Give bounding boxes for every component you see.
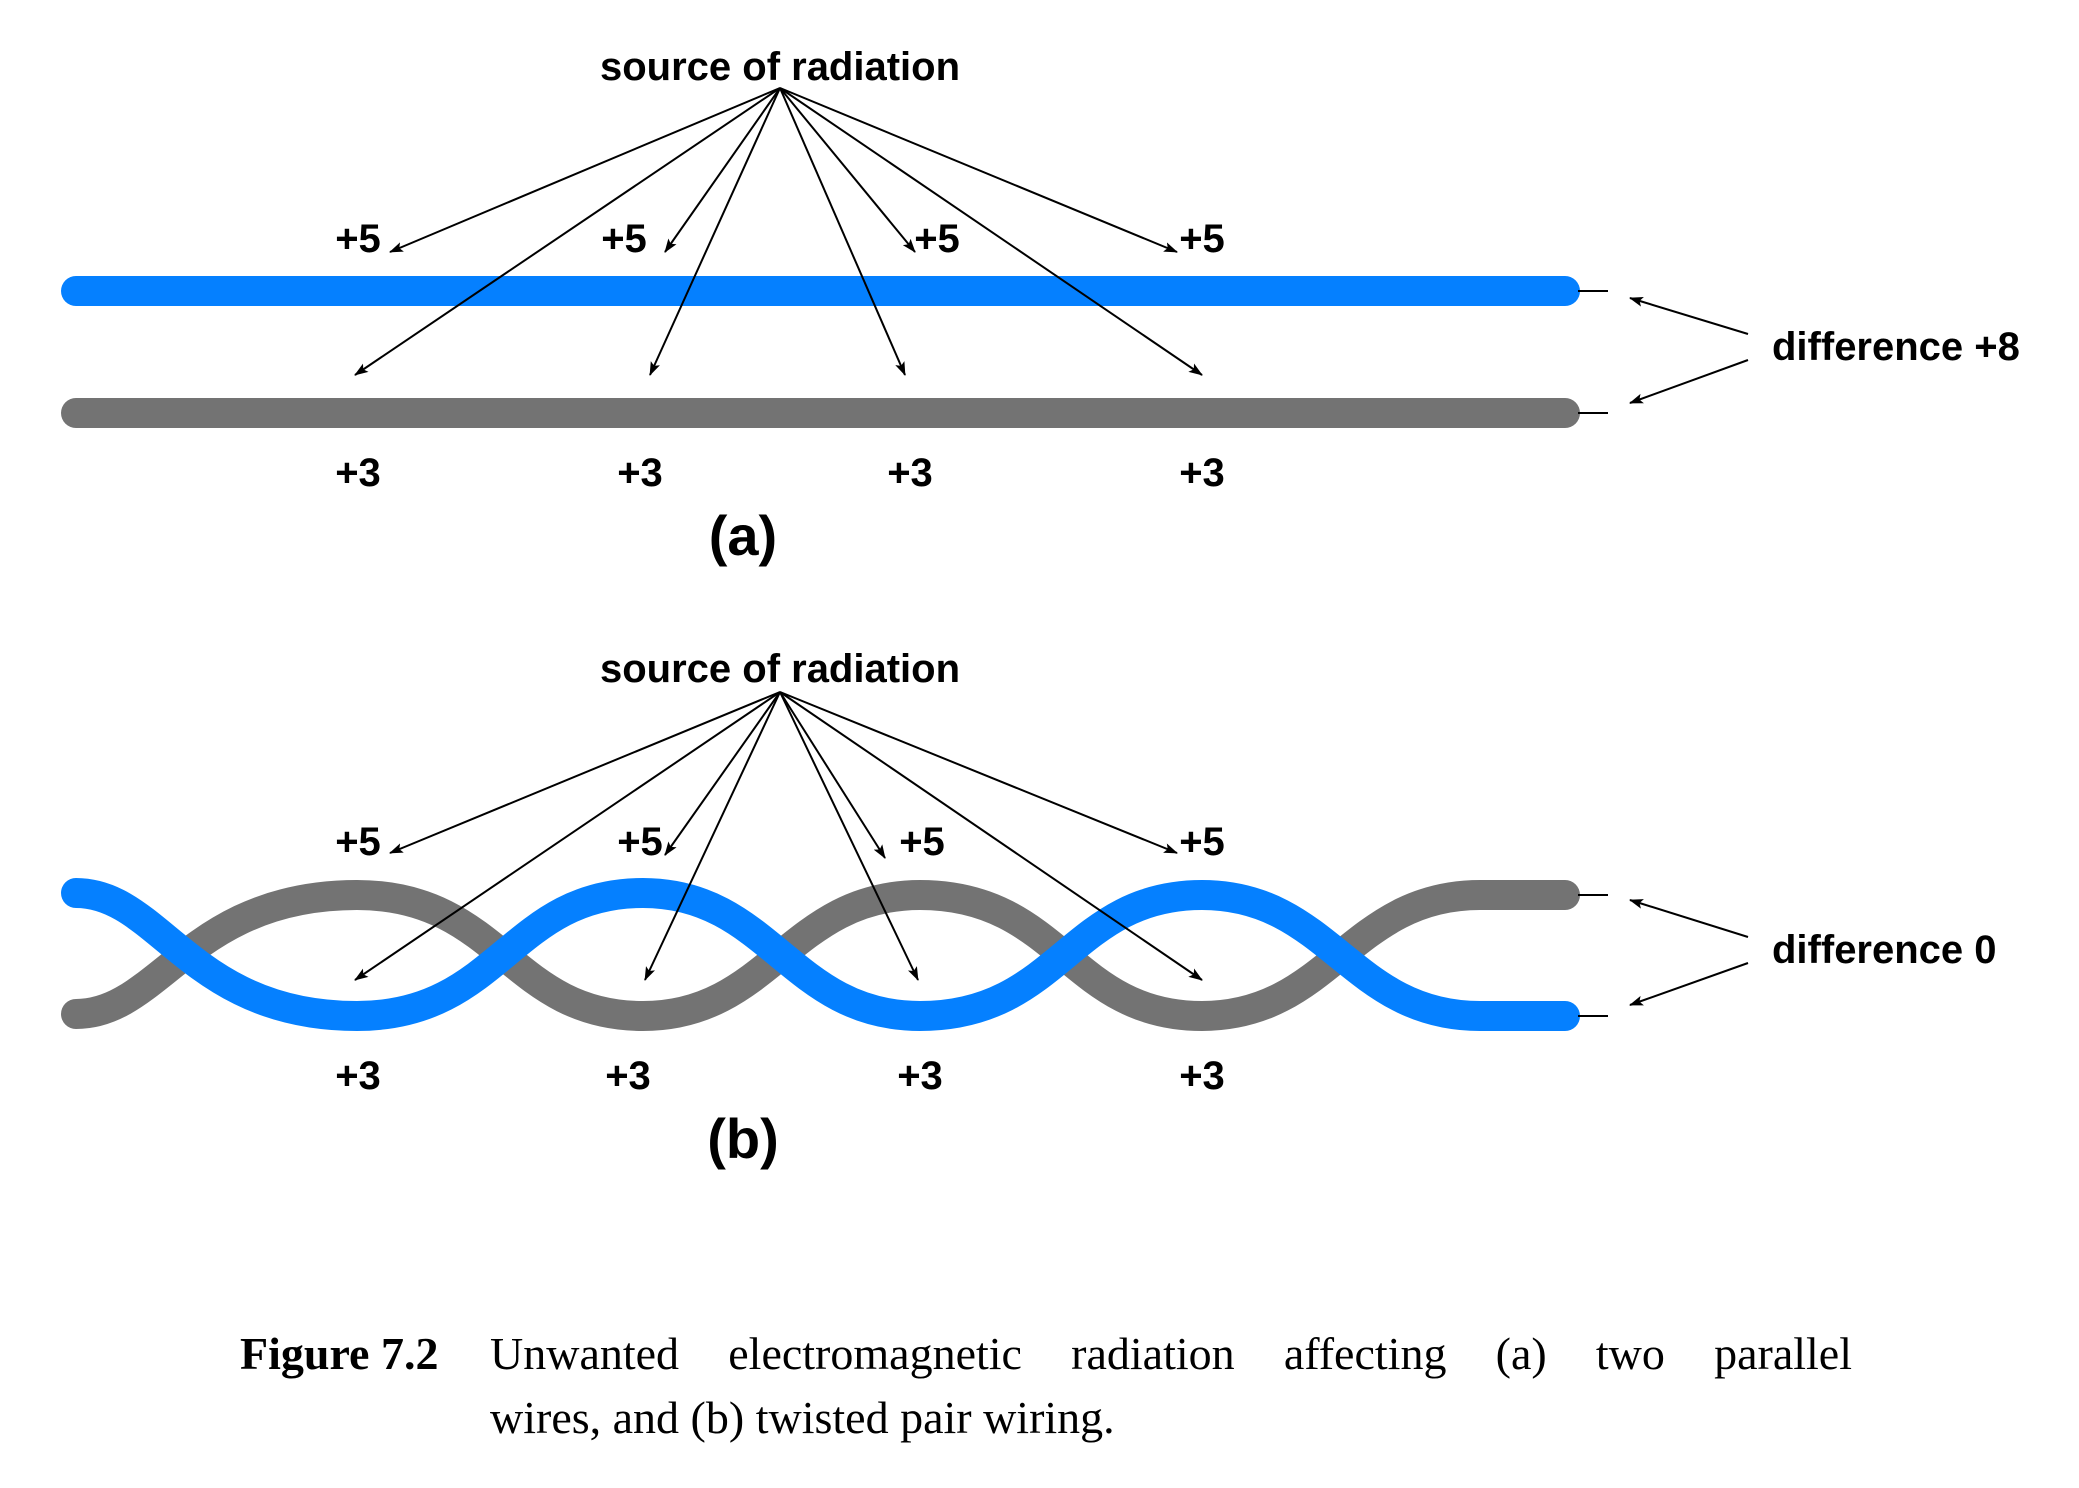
induced-value-bottom-a-3: +3	[887, 451, 933, 495]
panel-a: source of radiation +5 +5 +5 +5 +3 +3 +3…	[61, 45, 2020, 567]
induced-value-top-b-2: +5	[617, 820, 663, 864]
radiation-arrows-b	[354, 691, 1749, 1006]
induced-value-bottom-a-4: +3	[1179, 451, 1225, 495]
radiation-arrows-a	[354, 87, 1749, 404]
panel-label-a: (a)	[709, 504, 777, 567]
wire-blue-b	[61, 877, 1580, 1032]
induced-value-top-a-4: +5	[1179, 217, 1225, 261]
induced-value-top-b-3: +5	[899, 820, 945, 864]
induced-value-bottom-b-3: +3	[897, 1054, 943, 1098]
source-label-b: source of radiation	[600, 647, 960, 691]
caption-line-2: wires, and (b) twisted pair wiring.	[490, 1392, 1115, 1443]
caption-number: Figure 7.2	[240, 1328, 439, 1379]
induced-value-top-a-1: +5	[335, 217, 381, 261]
panel-b: source of radiation +5 +5 +5 +5 +3 +3 +3…	[61, 647, 1997, 1170]
induced-value-bottom-a-1: +3	[335, 451, 381, 495]
induced-value-top-a-2: +5	[601, 217, 647, 261]
difference-label-a: difference +8	[1772, 325, 2020, 369]
induced-value-bottom-b-2: +3	[605, 1054, 651, 1098]
panel-label-b: (b)	[707, 1107, 779, 1170]
caption-line-1: Unwanted electromagnetic radiation affec…	[490, 1328, 1852, 1379]
induced-value-bottom-b-1: +3	[335, 1054, 381, 1098]
induced-value-bottom-a-2: +3	[617, 451, 663, 495]
source-label-a: source of radiation	[600, 45, 960, 89]
induced-value-bottom-b-4: +3	[1179, 1054, 1225, 1098]
induced-value-top-b-1: +5	[335, 820, 381, 864]
difference-label-b: difference 0	[1772, 928, 1997, 972]
induced-value-top-a-3: +5	[914, 217, 960, 261]
figure-caption: Figure 7.2 Unwanted electromagnetic radi…	[240, 1322, 1852, 1450]
induced-value-top-b-4: +5	[1179, 820, 1225, 864]
